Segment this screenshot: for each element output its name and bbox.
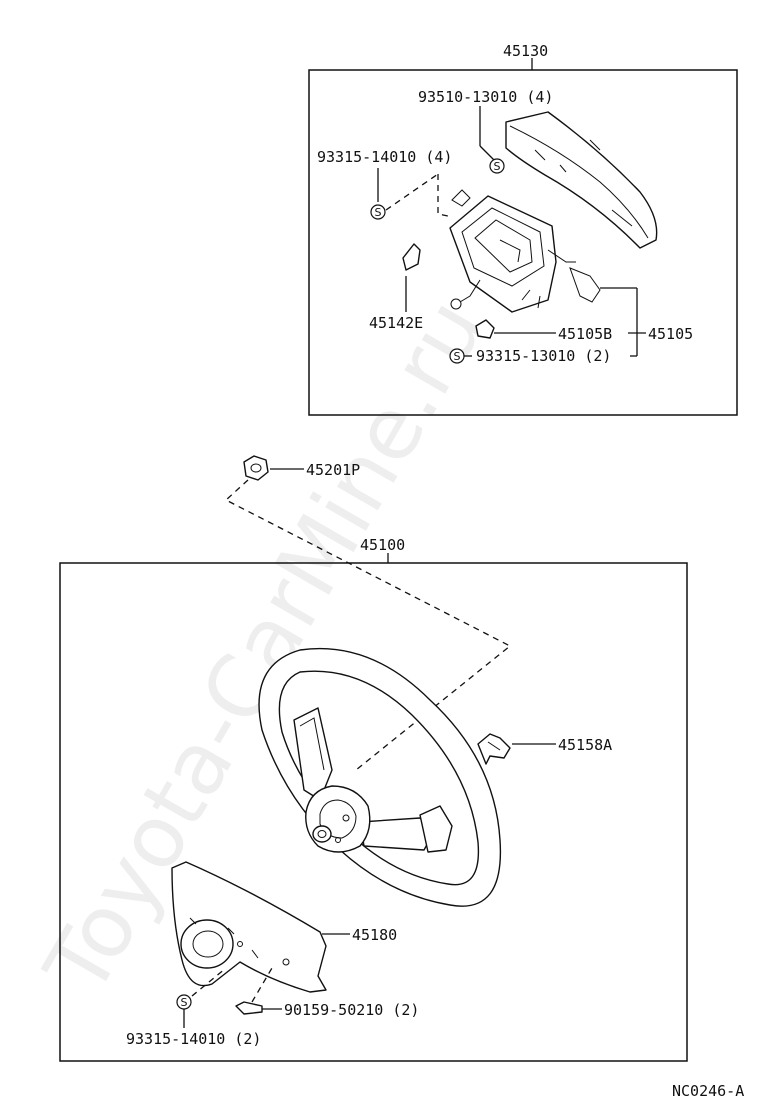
symbol-s-lower: S	[181, 996, 188, 1009]
drawing-code: NC0246-A	[672, 1082, 744, 1100]
label-45180: 45180	[352, 926, 397, 944]
label-45142e: 45142E	[369, 314, 423, 332]
screw-90159-part	[235, 1001, 263, 1015]
lower-group-frame	[59, 562, 688, 1062]
horn-cover-part	[505, 111, 658, 249]
label-45130: 45130	[503, 42, 548, 60]
symbol-s-top: S	[494, 160, 501, 173]
pad-45180-part	[171, 861, 327, 993]
horn-switch-assembly-part	[449, 189, 601, 313]
upper-group: 45130 45142E 93510-13010 (4)	[308, 42, 738, 416]
label-45105: 45105	[648, 325, 693, 343]
screw-symbol-left	[370, 204, 386, 220]
switch-45105b-part	[475, 319, 495, 339]
label-93510-13010: 93510-13010 (4)	[418, 88, 553, 106]
nut-group: 45201P	[224, 455, 512, 771]
label-45158a: 45158A	[558, 736, 612, 754]
steering-wheel-part	[258, 647, 502, 907]
clip-45158a-part	[477, 733, 511, 765]
nut-45201p-part	[243, 455, 269, 481]
label-93315-13010-2: 93315-13010 (2)	[476, 347, 611, 365]
screw-symbol-top	[489, 158, 505, 174]
bracket-45142e-part	[402, 243, 421, 271]
upper-group-frame	[308, 69, 738, 416]
label-93315-14010-2: 93315-14010 (2)	[126, 1030, 261, 1048]
symbol-s-bottom: S	[454, 350, 461, 363]
symbol-s-left: S	[375, 206, 382, 219]
label-45105b: 45105B	[558, 325, 612, 343]
label-45201p: 45201P	[306, 461, 360, 479]
label-93315-14010-4: 93315-14010 (4)	[317, 148, 452, 166]
label-90159-50210-2: 90159-50210 (2)	[284, 1001, 419, 1019]
lower-group: 45100 45158A	[59, 536, 688, 1062]
label-45100: 45100	[360, 536, 405, 554]
